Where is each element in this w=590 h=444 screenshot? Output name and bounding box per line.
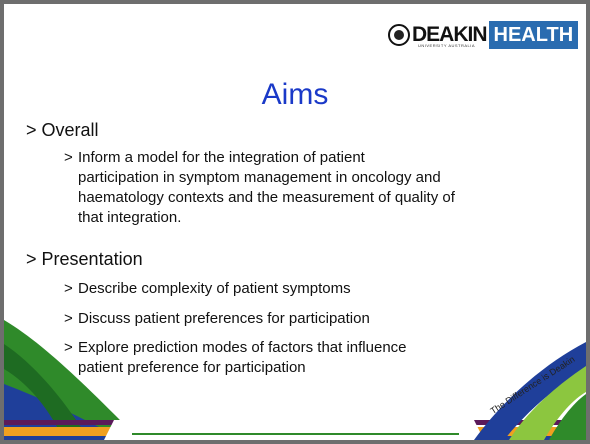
slide: DEAKIN UNIVERSITY AUSTRALIA HEALTH Aims …: [4, 4, 586, 440]
bullet-line: Explore prediction modes of factors that…: [78, 339, 407, 356]
bullet-marker: >: [64, 280, 73, 297]
logo-wordmark: DEAKIN UNIVERSITY AUSTRALIA: [412, 23, 488, 49]
logo-brand: DEAKIN: [412, 23, 488, 46]
stripe-center-gap: [104, 420, 484, 440]
bullet-marker: >: [64, 339, 73, 356]
sub-bullet-inform-model: > Inform a model for the integration of …: [64, 148, 455, 228]
logo-subtext: UNIVERSITY AUSTRALIA: [418, 43, 476, 48]
swoosh-blue-right: [474, 342, 586, 440]
bullet-label: Presentation: [41, 249, 143, 269]
bullet-marker: >: [26, 120, 37, 140]
swoosh-lightgreen-right: [509, 366, 586, 440]
slide-title: Aims: [261, 78, 329, 111]
deakin-health-logo: DEAKIN UNIVERSITY AUSTRALIA HEALTH: [388, 21, 579, 49]
bullet-line: that integration.: [78, 209, 182, 226]
bullet-presentation: > Presentation: [26, 248, 143, 270]
bullet-line: haematology contexts and the measurement…: [78, 189, 455, 206]
bullet-line: participation in symptom management in o…: [78, 169, 441, 186]
sub-bullet-discuss-preferences: > Discuss patient preferences for partic…: [64, 309, 370, 329]
bullet-line: Discuss patient preferences for particip…: [78, 310, 370, 327]
swoosh-darkgreen-left: [4, 344, 89, 440]
sub-bullet-explore-prediction: > Explore prediction modes of factors th…: [64, 338, 407, 378]
bullet-marker: >: [26, 249, 37, 269]
swoosh-green-right: [549, 394, 586, 440]
bullet-overall: > Overall: [26, 119, 99, 141]
bullet-line: Describe complexity of patient symptoms: [78, 280, 351, 297]
bullet-marker: >: [64, 149, 73, 166]
crest-icon: [388, 24, 410, 46]
logo-health-box: HEALTH: [488, 21, 579, 49]
bullet-marker: >: [64, 310, 73, 327]
bullet-line: patient preference for participation: [78, 359, 306, 376]
bullet-line: Inform a model for the integration of pa…: [78, 149, 365, 166]
sub-bullet-describe-complexity: > Describe complexity of patient symptom…: [64, 279, 351, 299]
swoosh-decoration: [4, 320, 586, 440]
bullet-label: Overall: [41, 120, 99, 140]
